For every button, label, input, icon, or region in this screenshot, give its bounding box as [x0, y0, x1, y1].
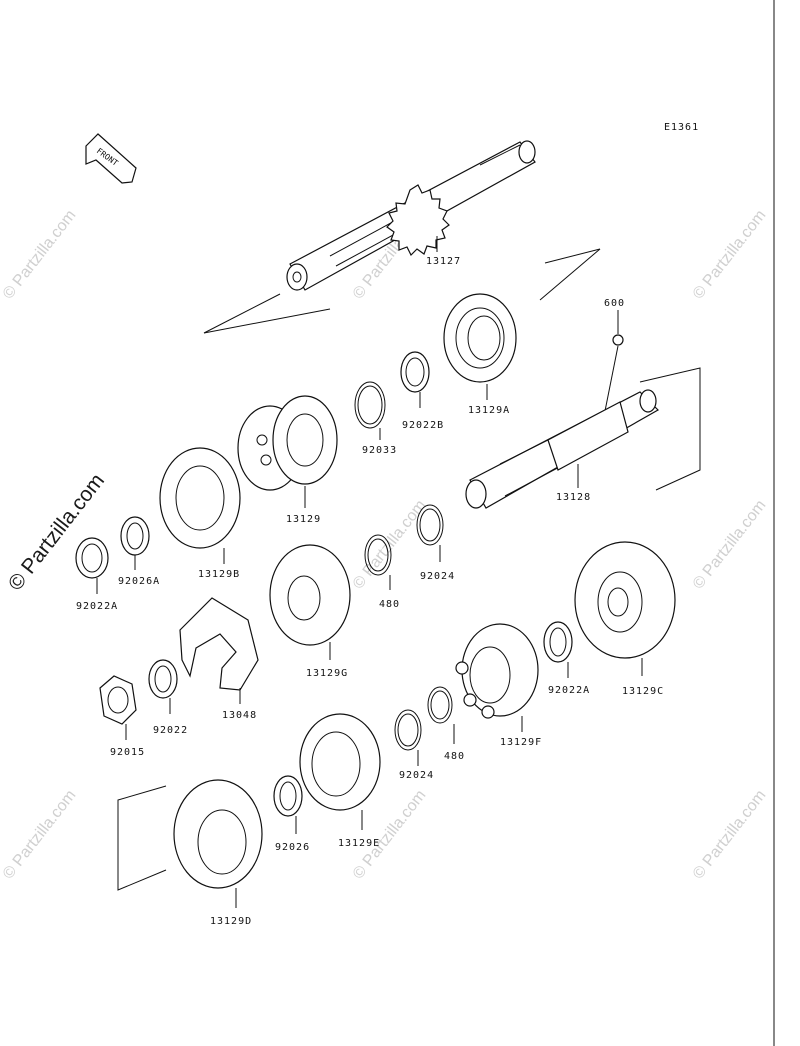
- guide-line: [544, 248, 601, 264]
- circlip-92024-top[interactable]: [416, 504, 444, 546]
- diagram-code: E1361: [664, 122, 699, 133]
- watermark-text: © Partzilla.com: [690, 497, 770, 592]
- part-label-13127[interactable]: 13127: [426, 256, 461, 267]
- watermark-text: © Partzilla.com: [0, 787, 80, 882]
- part-label-13129D[interactable]: 13129D: [210, 916, 252, 927]
- gear-13129G[interactable]: [269, 544, 351, 646]
- washer-92026[interactable]: [273, 775, 303, 817]
- gear-13129C[interactable]: [574, 541, 676, 659]
- part-label-13129G[interactable]: 13129G: [306, 668, 348, 679]
- front-arrow-icon: FRONT: [85, 133, 137, 184]
- part-label-13048[interactable]: 13048: [222, 710, 257, 721]
- guide-line: [203, 308, 331, 334]
- part-label-480-top[interactable]: 480: [379, 599, 400, 610]
- watermark-text: © Partzilla.com: [690, 787, 770, 882]
- gear-13129F[interactable]: [455, 623, 539, 719]
- gear-13129A[interactable]: [443, 293, 517, 383]
- leader-line: [603, 345, 619, 417]
- nut-92015[interactable]: [99, 675, 137, 725]
- watermark-text: © Partzilla.com: [690, 207, 770, 302]
- circlip-480-top[interactable]: [364, 534, 392, 576]
- gear-13129[interactable]: [237, 395, 338, 491]
- guide-bracket: [117, 785, 167, 891]
- part-label-92022A-right[interactable]: 92022A: [548, 685, 590, 696]
- washer-92022A-right[interactable]: [543, 621, 573, 663]
- guide-line: [203, 293, 281, 334]
- part-600-pin[interactable]: [612, 334, 624, 346]
- gear-13129B[interactable]: [159, 447, 241, 549]
- gear-13129D[interactable]: [173, 779, 263, 889]
- part-label-92024-bottom[interactable]: 92024: [399, 770, 434, 781]
- part-label-92024-top[interactable]: 92024: [420, 571, 455, 582]
- shaft-13127[interactable]: [286, 140, 536, 291]
- part-label-13128[interactable]: 13128: [556, 492, 591, 503]
- washer-92022A-left[interactable]: [75, 537, 109, 579]
- part-label-92026A[interactable]: 92026A: [118, 576, 160, 587]
- part-label-13129A[interactable]: 13129A: [468, 405, 510, 416]
- part-label-480-bottom[interactable]: 480: [444, 751, 465, 762]
- circlip-92033[interactable]: [354, 381, 386, 429]
- gear-13129E[interactable]: [299, 713, 381, 811]
- part-label-13129C[interactable]: 13129C: [622, 686, 664, 697]
- watermark-text: © Partzilla.com: [0, 207, 80, 302]
- shaft-13128[interactable]: [465, 389, 659, 509]
- part-label-92026[interactable]: 92026: [275, 842, 310, 853]
- washer-92022[interactable]: [148, 659, 178, 699]
- guide-bracket: [639, 367, 701, 491]
- part-label-600[interactable]: 600: [604, 298, 625, 309]
- part-label-92015[interactable]: 92015: [110, 747, 145, 758]
- part-label-92022[interactable]: 92022: [153, 725, 188, 736]
- part-label-13129F[interactable]: 13129F: [500, 737, 542, 748]
- shift-fork-13048[interactable]: [179, 597, 259, 691]
- circlip-92024-bottom[interactable]: [394, 709, 422, 751]
- guide-line: [539, 248, 601, 301]
- part-label-13129B[interactable]: 13129B: [198, 569, 240, 580]
- part-label-92022B[interactable]: 92022B: [402, 420, 444, 431]
- part-label-92022A-left[interactable]: 92022A: [76, 601, 118, 612]
- part-label-13129E[interactable]: 13129E: [338, 838, 380, 849]
- circlip-480-bottom[interactable]: [427, 686, 453, 724]
- washer-92022B[interactable]: [400, 351, 430, 393]
- washer-92026A[interactable]: [120, 516, 150, 556]
- part-label-92033[interactable]: 92033: [362, 445, 397, 456]
- part-label-13129[interactable]: 13129: [286, 514, 321, 525]
- watermark-layer: © Partzilla.com © Partzilla.com © Partzi…: [0, 207, 770, 882]
